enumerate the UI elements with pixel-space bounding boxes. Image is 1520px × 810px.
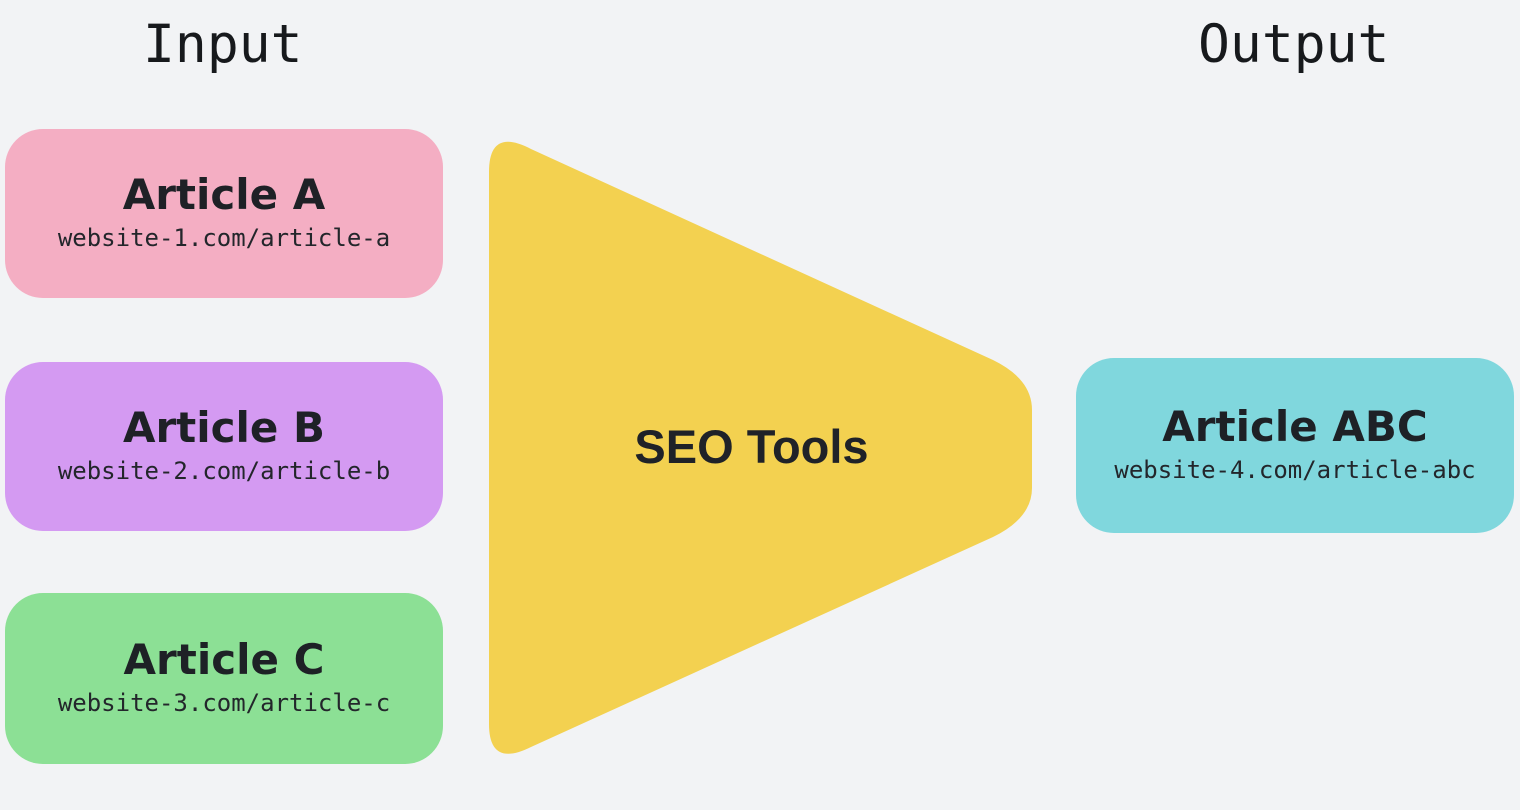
output-card-article-abc: Article ABC website-4.com/article-abc xyxy=(1076,358,1514,533)
input-card-article-c: Article C website-3.com/article-c xyxy=(5,593,443,764)
article-a-url: website-1.com/article-a xyxy=(57,224,391,253)
article-c-title: Article C xyxy=(123,635,325,685)
input-section-heading: Input xyxy=(143,14,303,75)
article-a-title: Article A xyxy=(122,170,326,220)
article-b-title: Article B xyxy=(122,403,326,453)
article-b-url: website-2.com/article-b xyxy=(57,457,391,486)
input-card-article-a: Article A website-1.com/article-a xyxy=(5,129,443,298)
right-arrow-shape xyxy=(489,141,1032,754)
output-section-heading: Output xyxy=(1198,14,1390,75)
article-abc-title: Article ABC xyxy=(1162,402,1428,452)
input-card-article-b: Article B website-2.com/article-b xyxy=(5,362,443,531)
article-c-url: website-3.com/article-c xyxy=(57,689,391,718)
article-abc-url: website-4.com/article-abc xyxy=(1114,456,1476,485)
